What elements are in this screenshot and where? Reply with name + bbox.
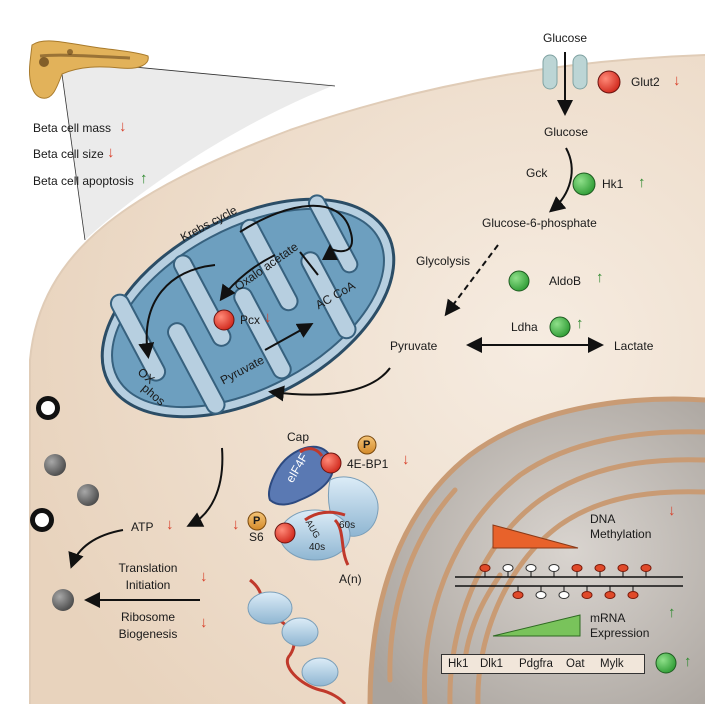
s6-label: S6 bbox=[249, 530, 264, 544]
ribosome-biogenesis-down-arrow: ↓ bbox=[200, 614, 208, 631]
hk1-label: Hk1 bbox=[602, 177, 624, 191]
ldha-up-arrow: ↑ bbox=[576, 315, 584, 332]
p-badge-s6 bbox=[247, 511, 267, 531]
dna-methylation-down-arrow: ↓ bbox=[668, 502, 676, 519]
secretory-granules bbox=[30, 396, 99, 611]
glut2-down-circle bbox=[597, 70, 621, 94]
pcx-down-circle bbox=[213, 309, 235, 331]
biogenesis-label: Biogenesis bbox=[118, 627, 178, 641]
expression-label: Expression bbox=[590, 626, 650, 640]
gene-label: Dlk1 bbox=[480, 658, 504, 670]
gck-label: Gck bbox=[526, 166, 548, 180]
translation-complex bbox=[268, 445, 379, 566]
genes-up-circle bbox=[655, 652, 677, 674]
glycolysis-label: Glycolysis bbox=[416, 254, 471, 268]
ldha-up-circle bbox=[549, 316, 571, 338]
zoom-wedge bbox=[60, 60, 335, 240]
beta-cell-apoptosis-up-arrow: ↑ bbox=[140, 170, 148, 187]
beta-cell-size-down-arrow: ↓ bbox=[107, 144, 115, 161]
polysome bbox=[247, 578, 347, 704]
lactate-label: Lactate bbox=[614, 339, 654, 353]
aldob-label: AldoB bbox=[549, 274, 582, 288]
beta-cell-size-label: Beta cell size bbox=[33, 147, 104, 161]
gene-label: Hk1 bbox=[448, 658, 469, 670]
initiation-label: Initiation bbox=[125, 578, 171, 592]
beta-cell-apoptosis-label: Beta cell apoptosis bbox=[33, 174, 134, 188]
gene-label: Mylk bbox=[600, 658, 624, 670]
60s-label: 60s bbox=[339, 520, 356, 531]
poly-a-label: A(n) bbox=[339, 572, 362, 586]
hk1-up-arrow: ↑ bbox=[638, 174, 646, 191]
gene-label: Pdgfra bbox=[519, 658, 553, 670]
cap-label: Cap bbox=[287, 430, 310, 444]
4ebp1-label: 4E-BP1 bbox=[347, 457, 389, 471]
upregulated-genes-box: Hk1 Dlk1 Pdgfra Oat Mylk bbox=[441, 654, 645, 674]
ribosome-label: Ribosome bbox=[120, 610, 176, 624]
40s-label: 40s bbox=[309, 542, 326, 553]
beta-cell-mass-down-arrow: ↓ bbox=[119, 118, 127, 135]
s6-down-circle bbox=[274, 522, 296, 544]
beta-cell-mass-label: Beta cell mass bbox=[33, 121, 112, 135]
atp-down-arrow: ↓ bbox=[166, 516, 174, 533]
genes-up-arrow: ↑ bbox=[684, 653, 692, 670]
4ebp1-down-circle bbox=[320, 452, 342, 474]
methylation-wedge bbox=[492, 524, 579, 549]
mrna-expression-up-arrow: ↑ bbox=[668, 604, 676, 621]
glucose-6-phosphate-label: Glucose-6-phosphate bbox=[482, 216, 597, 230]
4ebp1-down-arrow: ↓ bbox=[402, 451, 410, 468]
glucose-intracellular-label: Glucose bbox=[544, 125, 589, 139]
cell-membrane-inner bbox=[29, 54, 705, 704]
p-badge-label-1: P bbox=[363, 439, 371, 451]
translation-initiation-down-arrow: ↓ bbox=[200, 568, 208, 585]
p-badge-4ebp1 bbox=[357, 435, 377, 455]
glut2-down-arrow: ↓ bbox=[673, 72, 681, 89]
nucleus bbox=[370, 399, 705, 704]
endoplasmic-reticulum bbox=[387, 429, 705, 704]
glut2-label: Glut2 bbox=[631, 75, 660, 89]
dna-label: DNA bbox=[590, 512, 616, 526]
aldob-up-circle bbox=[508, 270, 530, 292]
ldha-label: Ldha bbox=[511, 320, 538, 334]
pcx-down-arrow: ↓ bbox=[264, 309, 272, 326]
hk1-up-circle bbox=[572, 172, 596, 196]
dna-strands bbox=[455, 564, 683, 599]
glucose-extracellular-label: Glucose bbox=[543, 31, 588, 45]
methylation-label: Methylation bbox=[590, 527, 652, 541]
gene-label: Oat bbox=[566, 658, 585, 670]
pcx-label: Pcx bbox=[240, 313, 261, 327]
translation-label: Translation bbox=[118, 561, 178, 575]
p-badge-label-2: P bbox=[253, 515, 261, 527]
mrna-label: mRNA bbox=[590, 611, 626, 625]
s6-down-arrow: ↓ bbox=[232, 516, 240, 533]
aldob-up-arrow: ↑ bbox=[596, 269, 604, 286]
expression-wedge bbox=[492, 614, 581, 637]
pyruvate-label: Pyruvate bbox=[390, 339, 438, 353]
mitochondrion bbox=[100, 194, 396, 419]
glut2-transporter bbox=[542, 54, 588, 90]
atp-label: ATP bbox=[131, 520, 154, 534]
